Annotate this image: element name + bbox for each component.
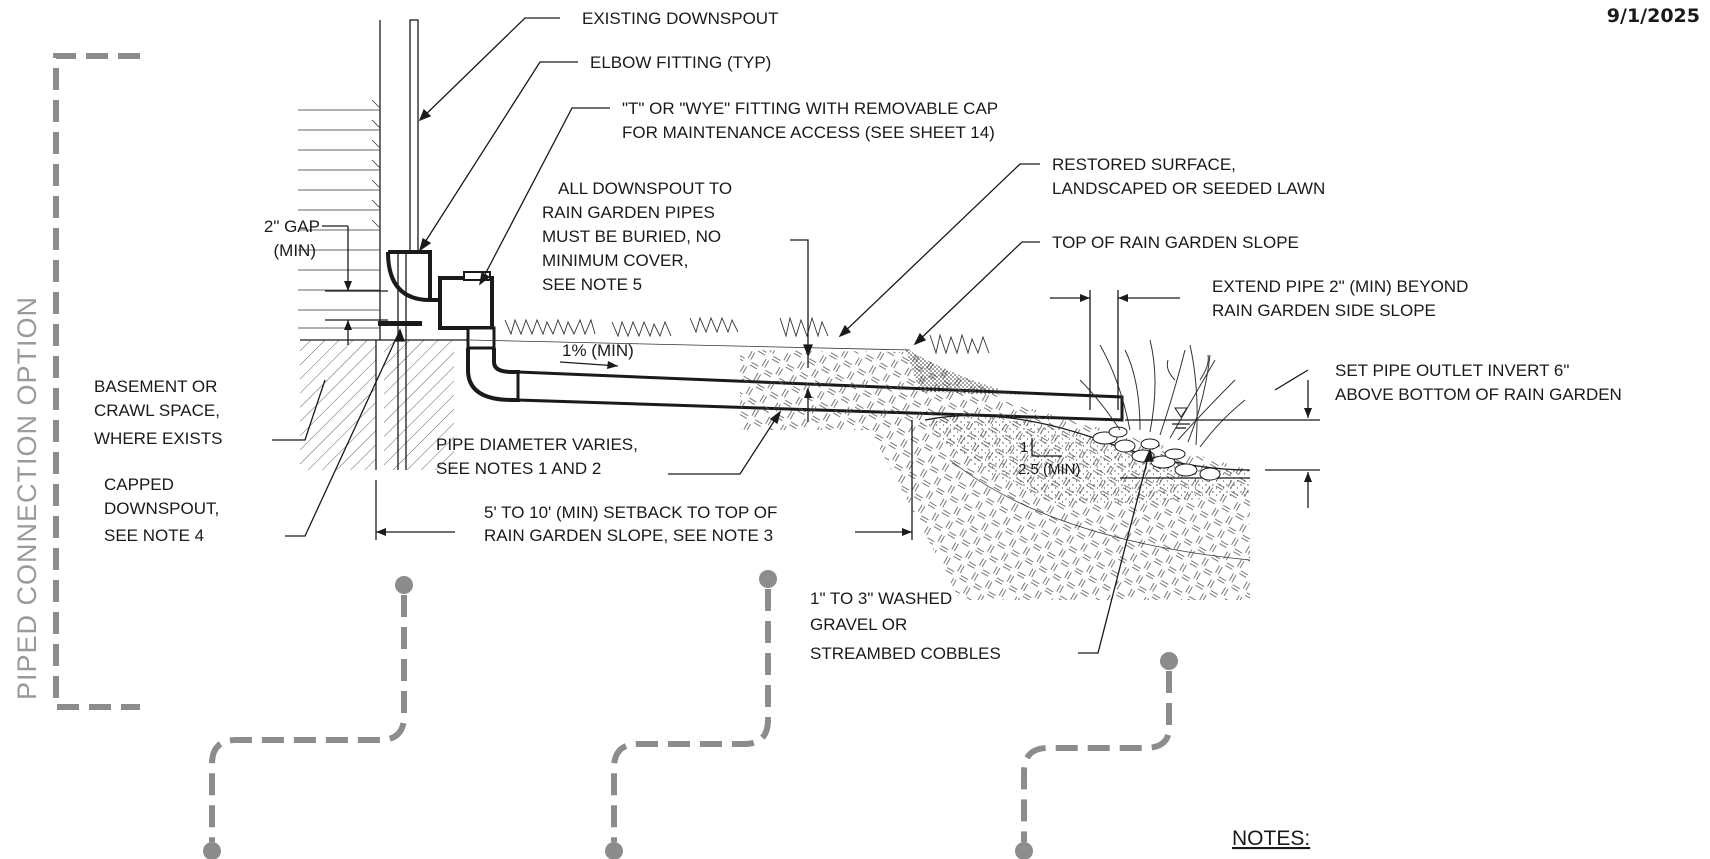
rain-garden-plants [1079,339,1246,448]
slope-ratio-symbol [1031,438,1062,457]
dimension-gap [322,225,388,345]
label-t-wye-line1: "T" OR "WYE" FITTING WITH REMOVABLE CAP [622,99,998,118]
connector-node [759,570,777,588]
dimension-invert [1265,380,1320,508]
label-buried-line4: MINIMUM COVER, [542,251,688,270]
label-invert-line1: SET PIPE OUTLET INVERT 6" [1335,361,1569,380]
decorative-connectors [203,570,1178,859]
slope-arrow [559,361,619,369]
label-top-slope: TOP OF RAIN GARDEN SLOPE [1052,233,1299,252]
label-setback-line2: RAIN GARDEN SLOPE, SEE NOTE 3 [484,526,773,545]
label-setback-line1: 5' TO 10' (MIN) SETBACK TO TOP OF [484,503,777,522]
label-gap-line1: 2" GAP [264,217,320,236]
ground-profile [469,339,1251,600]
label-capped-line1: CAPPED [104,475,174,494]
label-capped-line2: DOWNSPOUT, [104,499,219,518]
side-title-bracket: PIPED CONNECTION OPTION [12,53,140,710]
label-extend-line1: EXTEND PIPE 2" (MIN) BEYOND [1212,277,1468,296]
label-gravel-line1: 1" TO 3" WASHED [810,589,952,608]
connector-node [605,842,623,859]
label-gap-line2: (MIN) [274,241,316,260]
connector-node [1160,652,1178,670]
dimension-setback [375,420,913,540]
label-restored-line1: RESTORED SURFACE, [1052,155,1236,174]
dimension-pipe-diameter [804,355,812,422]
label-gravel-line2: GRAVEL OR [810,615,907,634]
label-ratio-rise: 1 [1020,439,1028,456]
label-buried-line1: ALL DOWNSPOUT TO [558,179,732,198]
label-capped-line3: SEE NOTE 4 [104,526,204,545]
water-surface-symbol [1125,407,1320,429]
connector-node [395,576,413,594]
label-basement-line2: CRAWL SPACE, [94,401,220,420]
label-basement-line3: WHERE EXISTS [94,429,222,448]
callout-text: EXISTING DOWNSPOUT ELBOW FITTING (TYP) "… [94,9,1622,850]
connector-node [203,842,221,859]
label-buried-line5: SEE NOTE 5 [542,275,642,294]
dimension-extend-pipe [1050,290,1180,410]
connector-node [1015,842,1033,859]
label-pipe-diameter-line1: PIPE DIAMETER VARIES, [436,435,638,454]
side-title: PIPED CONNECTION OPTION [12,296,42,700]
label-invert-line2: ABOVE BOTTOM OF RAIN GARDEN [1335,385,1622,404]
house-wall [298,20,381,340]
label-elbow-fitting: ELBOW FITTING (TYP) [590,53,771,72]
label-gravel-line3: STREAMBED COBBLES [810,644,1001,663]
grass [504,316,990,355]
label-t-wye-line2: FOR MAINTENANCE ACCESS (SEE SHEET 14) [622,123,995,142]
label-buried-line3: MUST BE BURIED, NO [542,227,721,246]
label-pipe-diameter-line2: SEE NOTES 1 AND 2 [436,459,601,478]
drawing-date: 9/1/2025 [1607,5,1700,27]
label-restored-line2: LANDSCAPED OR SEEDED LAWN [1052,179,1325,198]
label-extend-line2: RAIN GARDEN SIDE SLOPE [1212,301,1436,320]
leader-lines [272,17,1309,654]
label-basement-line1: BASEMENT OR [94,377,217,396]
label-buried-line2: RAIN GARDEN PIPES [542,203,715,222]
label-slope-percent: 1% (MIN) [562,341,634,360]
notes-heading: NOTES: [1232,827,1310,850]
label-ratio-run: 2.5 (MIN) [1018,461,1081,478]
foundation-soil [300,339,470,470]
downspout-assembly [378,19,520,470]
label-existing-downspout: EXISTING DOWNSPOUT [582,9,778,28]
